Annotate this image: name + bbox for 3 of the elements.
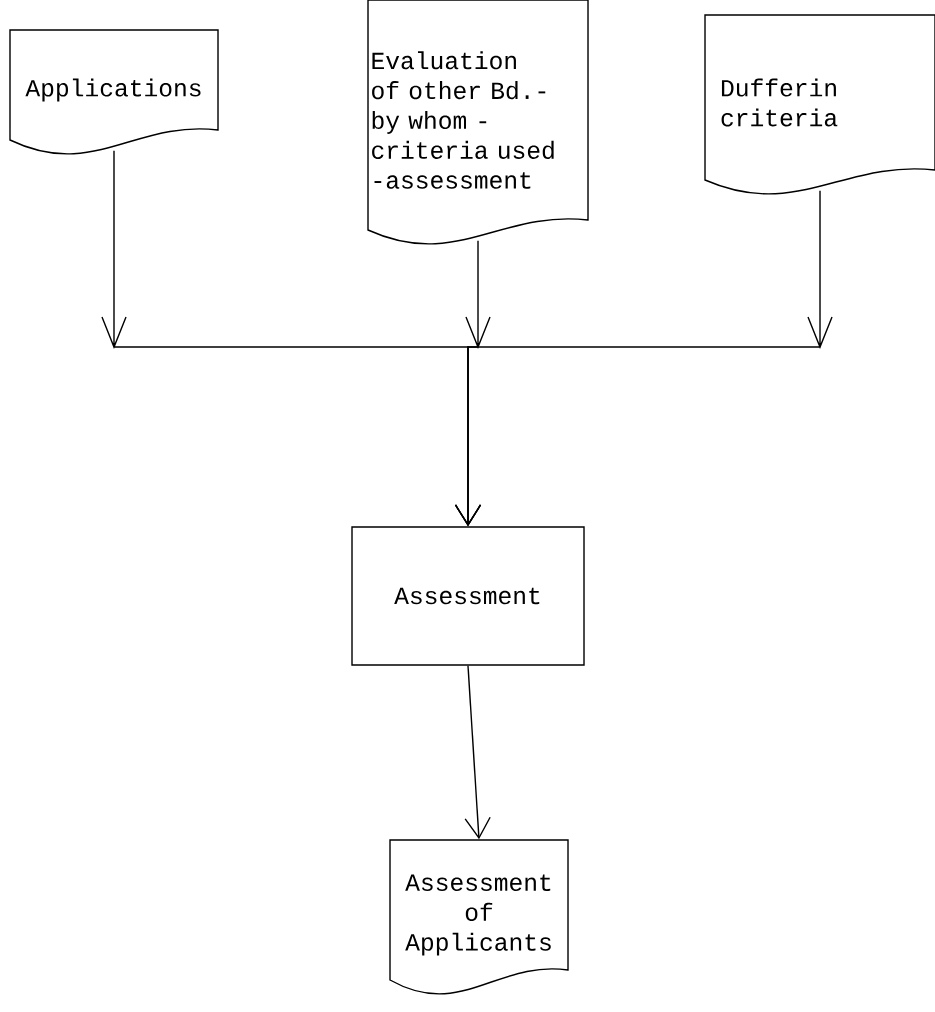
arrow bbox=[464, 665, 491, 840]
arrow bbox=[454, 190, 833, 527]
process-box: Assessment bbox=[351, 526, 585, 666]
